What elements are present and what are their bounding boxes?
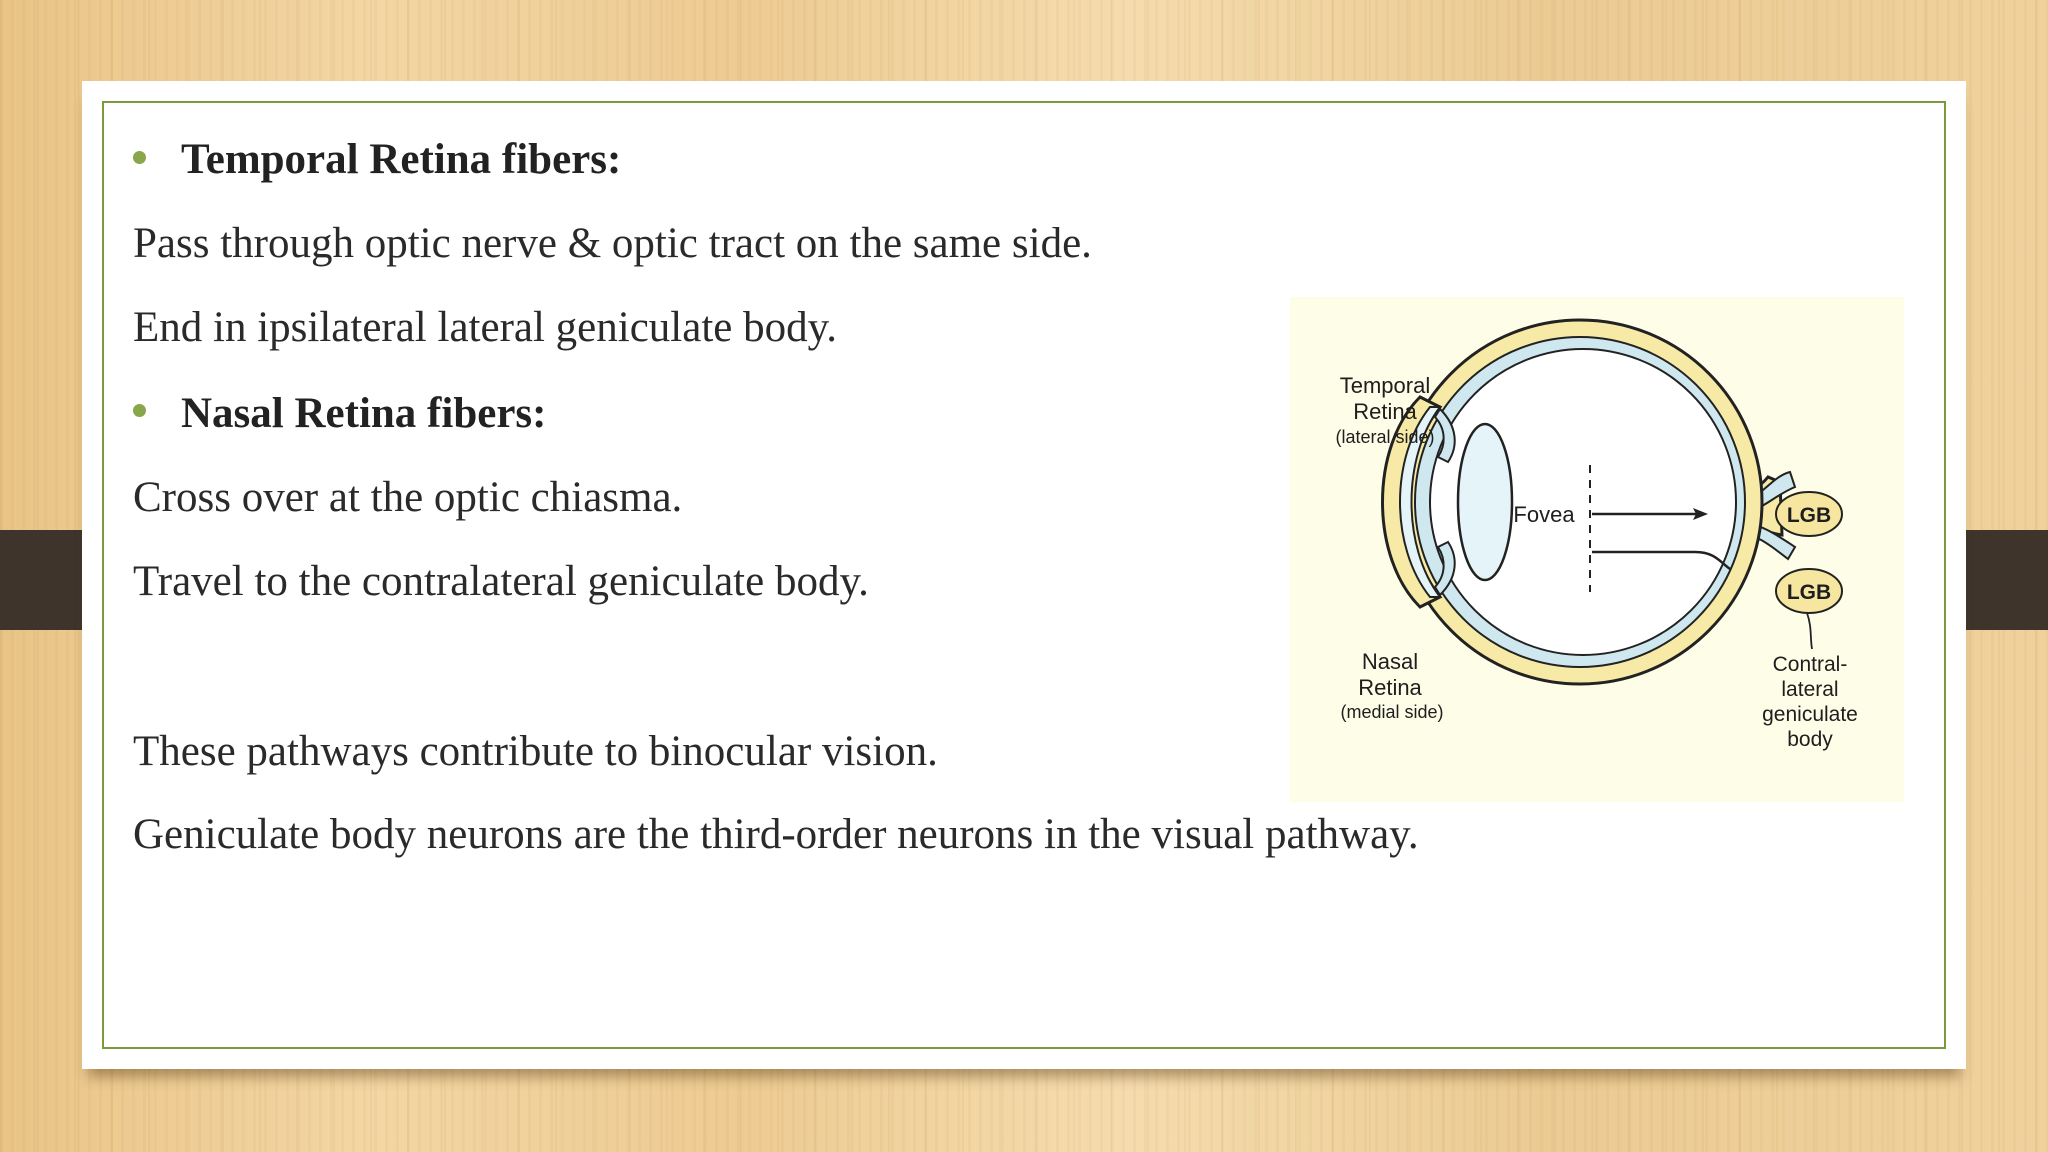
text-temporal-pathway: Pass through optic nerve & optic tract o…: [133, 220, 1092, 267]
heading-nasal-retina: Nasal Retina fibers:: [181, 390, 547, 437]
heading-temporal-retina: Temporal Retina fibers:: [181, 136, 622, 183]
lgb-bottom-label: LGB: [1787, 581, 1831, 604]
temporal-sublabel: (lateral side): [1335, 427, 1434, 447]
vitreous-body: [1429, 348, 1737, 656]
text-binocular: These pathways contribute to binocular v…: [133, 728, 938, 775]
nasal-label-line1: Nasal: [1362, 649, 1418, 674]
temporal-label-line2: Retina: [1353, 399, 1417, 424]
lgb-top-body: [1775, 491, 1843, 537]
contralateral-label-line1: Contral-: [1773, 653, 1848, 676]
contralateral-label-line4: body: [1787, 728, 1833, 751]
nasal-fiber-line: [1592, 550, 1731, 571]
text-nasal-travel: Travel to the contralateral geniculate b…: [133, 558, 869, 605]
eye-diagram: Temporal Retina (lateral side) Fovea LGB…: [1290, 297, 1904, 802]
bullet-dot-temporal: [133, 151, 146, 164]
iris-lower: [1433, 540, 1456, 597]
text-nasal-cross: Cross over at the optic chiasma.: [133, 474, 683, 521]
fovea-label: Fovea: [1513, 502, 1575, 527]
lgb-bottom-body: [1775, 568, 1843, 614]
anterior-chamber: [1399, 406, 1443, 598]
nasal-sublabel: (medial side): [1340, 702, 1443, 722]
temporal-label-line1: Temporal: [1340, 373, 1430, 398]
lens: [1456, 422, 1514, 582]
nasal-label-line2: Retina: [1358, 675, 1422, 700]
eye-diagram-svg: Temporal Retina (lateral side) Fovea LGB…: [1335, 318, 1858, 751]
fovea-arrow-head: [1693, 508, 1708, 520]
text-temporal-end: End in ipsilateral lateral geniculate bo…: [133, 304, 838, 351]
bullet-dot-nasal: [133, 404, 146, 417]
slide-border-frame: [102, 101, 1946, 1049]
contralateral-pointer: [1806, 612, 1813, 650]
lgb-top-label: LGB: [1787, 504, 1831, 527]
text-third-order: Geniculate body neurons are the third-or…: [133, 811, 1419, 858]
contralateral-label-line2: lateral: [1781, 678, 1838, 701]
iris-upper: [1433, 407, 1456, 464]
contralateral-label-line3: geniculate: [1762, 703, 1858, 726]
